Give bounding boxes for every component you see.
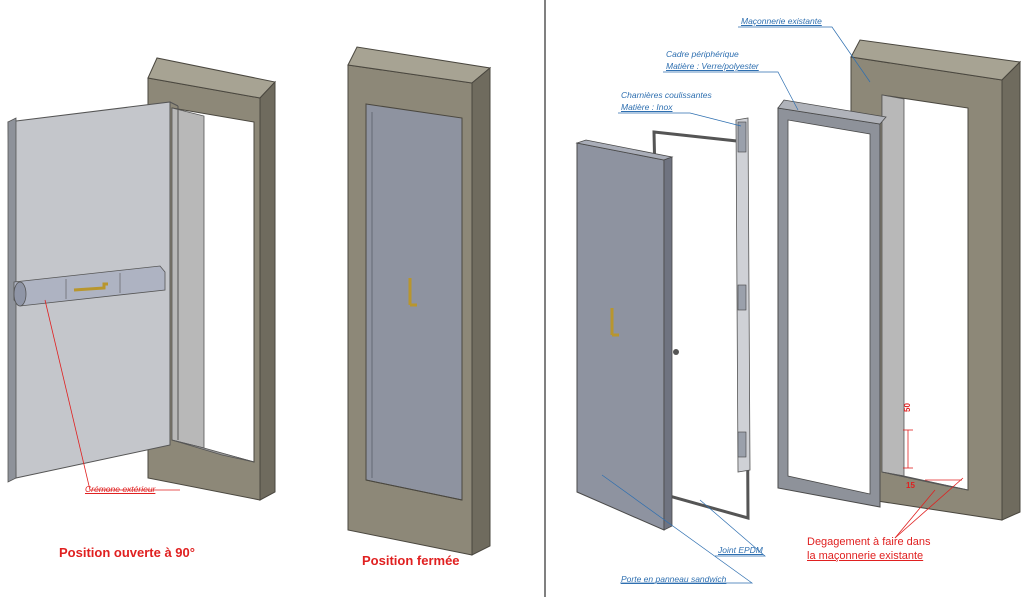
closed-frame-side	[471, 66, 491, 556]
exploded-handle	[610, 308, 619, 337]
label-clearance-line2: la maçonnerie existante	[807, 550, 924, 562]
door-closed-assembly	[347, 46, 492, 556]
label-hinges-line1: Charnières coulissantes	[621, 90, 712, 100]
caption-open-position: Position ouverte à 90°	[59, 545, 195, 560]
hinge-top	[737, 121, 747, 153]
closed-door-panel	[365, 103, 463, 501]
closed-door-handle	[408, 278, 417, 307]
label-frame-line2: Matière : Verre/polyester	[666, 61, 759, 71]
open-frame-sill	[171, 439, 255, 463]
dimension-marks	[894, 429, 964, 539]
label-hinges-line2: Matière : Inox	[621, 102, 673, 112]
label-epdm: Joint EPDM	[718, 545, 763, 555]
dimension-50: 50	[903, 403, 912, 412]
masonry-side	[1001, 60, 1021, 521]
open-door-edge	[7, 117, 17, 483]
door-open-assembly	[7, 57, 276, 501]
hinge-middle	[737, 284, 747, 311]
cremone-handle	[73, 282, 108, 292]
hinge-bottom	[737, 431, 747, 458]
sandwich-door	[576, 142, 665, 531]
label-frame-line1: Cadre périphérique	[666, 49, 739, 59]
cremone-bar	[13, 265, 166, 307]
blue-leaders	[601, 26, 871, 584]
caption-closed-position: Position fermée	[362, 553, 460, 568]
label-sandwich-door: Porte en panneau sandwich	[621, 574, 727, 584]
label-masonry: Maçonnerie existante	[741, 16, 822, 26]
open-frame-reveal	[171, 107, 205, 449]
open-frame-side	[259, 80, 276, 501]
cremone-label: Crémone extérieur	[85, 484, 156, 494]
exploded-view	[575, 26, 1022, 584]
label-clearance-line1: Degagement à faire dans	[807, 536, 931, 548]
dimension-15: 15	[906, 481, 915, 490]
cremone-leader	[44, 299, 180, 491]
